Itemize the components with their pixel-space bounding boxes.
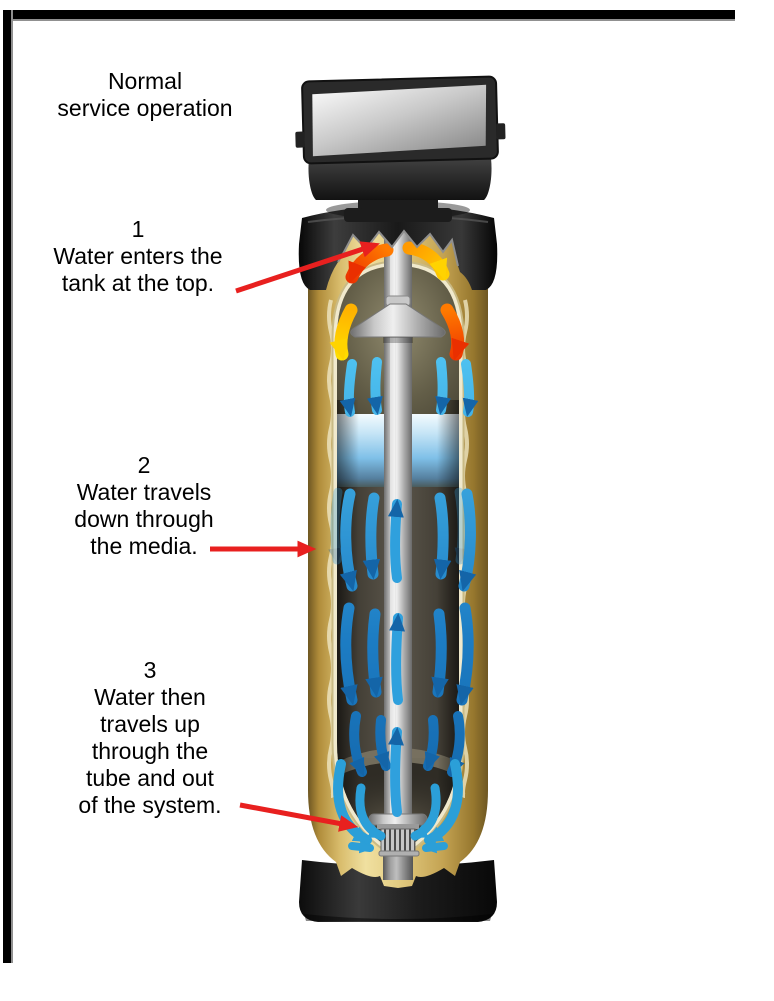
note-step-1: 1 Water enters the tank at the top.: [38, 216, 238, 297]
tank-base: [299, 860, 497, 922]
step-number: 1: [131, 216, 145, 242]
page-frame-left: [3, 10, 11, 963]
step-text-line: travels up: [100, 711, 200, 737]
note-step-2: 2 Water travels down through the media.: [44, 452, 244, 560]
step-text-line: tank at the top.: [61, 270, 215, 296]
step-number: 3: [143, 657, 157, 683]
step-text-line: Water then: [94, 684, 206, 710]
step-text-line: through the: [91, 738, 209, 764]
step-number: 2: [137, 452, 151, 478]
filter-tank-illustration: [210, 75, 506, 922]
inflow-arrows-hot: [329, 241, 470, 361]
annotation-arrow-3: [239, 802, 359, 832]
step-text-line: Water travels: [76, 479, 212, 505]
note-step-3: 3 Water then travels up through the tube…: [50, 657, 250, 819]
page-frame-left-shadow: [11, 10, 13, 963]
torn-edge: [337, 229, 459, 267]
side-clip-left: [295, 131, 305, 148]
step-text-line: down through: [74, 506, 214, 532]
downflow-arrows: [328, 357, 479, 777]
figure-title-line: Normal: [107, 68, 183, 94]
step-text-line: the media.: [90, 533, 198, 559]
annotation-arrows: [210, 241, 380, 832]
control-valve-head: [295, 75, 506, 222]
page-frame-top-shadow: [3, 19, 735, 21]
distributor-funnel: [350, 295, 446, 343]
valve-screen: [295, 75, 506, 165]
bottom-collect-arrows: [333, 759, 463, 854]
figure-title-line: service operation: [57, 95, 233, 121]
side-clip-right: [496, 123, 506, 140]
figure-title: Normal service operation: [40, 68, 250, 122]
step-text-line: of the system.: [78, 792, 222, 818]
annotation-arrow-1: [235, 241, 380, 294]
step-text-line: tube and out: [86, 765, 214, 791]
page-frame-top: [3, 10, 735, 19]
bottom-distributor-basket: [368, 813, 428, 880]
step-text-line: Water enters the: [53, 243, 223, 269]
upflow-arrows: [387, 499, 406, 817]
